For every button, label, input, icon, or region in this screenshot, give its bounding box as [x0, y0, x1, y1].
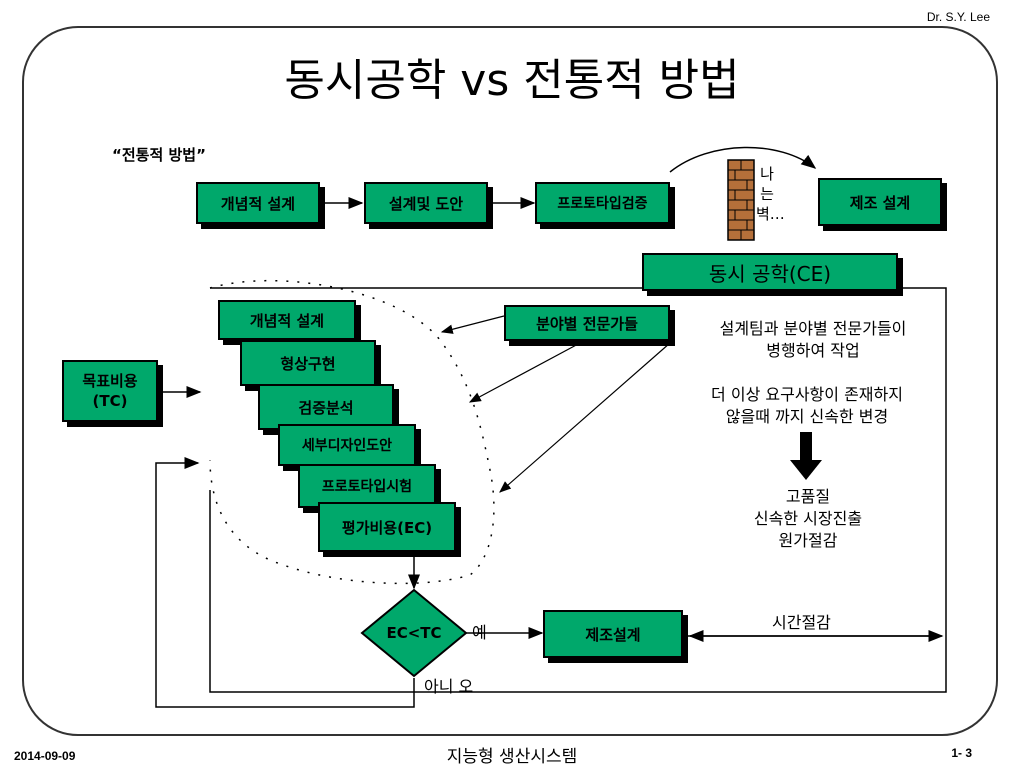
decision-label: EC<TC [386, 624, 442, 642]
ce-title: 동시 공학(CE) [642, 253, 898, 291]
ce-stage-2: 형상구현 [240, 340, 376, 386]
no-label: 아니 오 [424, 677, 474, 696]
trad-step-1: 개념적 설계 [196, 182, 320, 224]
traditional-label: “전통적 방법” [112, 146, 206, 164]
footer-date: 2014-09-09 [14, 749, 76, 763]
decision-diamond [360, 588, 468, 678]
ce-stage-6: 평가비용(EC) [318, 502, 456, 552]
yes-label: 예 [472, 623, 487, 642]
trad-final: 제조 설계 [818, 178, 942, 226]
ce-stage-1: 개념적 설계 [218, 300, 356, 340]
trad-step-3: 프로토타입검증 [535, 182, 670, 224]
time-saving-label: 시간절감 [772, 613, 831, 632]
author-label: Dr. S.Y. Lee [926, 10, 990, 24]
manufacturing-box: 제조설계 [543, 610, 683, 658]
note-changes: 더 이상 요구사항이 존재하지 않을때 까지 신속한 변경 [711, 385, 903, 426]
note-parallel: 설계팀과 분야별 전문가들이 병행하여 작업 [719, 319, 907, 360]
trad-step-2: 설계및 도안 [364, 182, 488, 224]
specialists-box: 분야별 전문가들 [504, 305, 670, 341]
ce-stage-4: 세부디자인도안 [278, 424, 416, 466]
wall-icon [727, 159, 755, 241]
slide-title: 동시공학 vs 전통적 방법 [284, 55, 740, 106]
page-number: 1- 3 [951, 746, 972, 760]
footer-title: 지능형 생산시스템 [446, 747, 578, 767]
slide-frame [22, 26, 998, 736]
wall-text: 나는 벽… [756, 165, 785, 223]
ce-stage-3: 검증분석 [258, 384, 394, 430]
benefits-text: 고품질 신속한 시장진출 원가절감 [753, 487, 863, 550]
target-cost-box: 목표비용 (TC) [62, 360, 158, 422]
